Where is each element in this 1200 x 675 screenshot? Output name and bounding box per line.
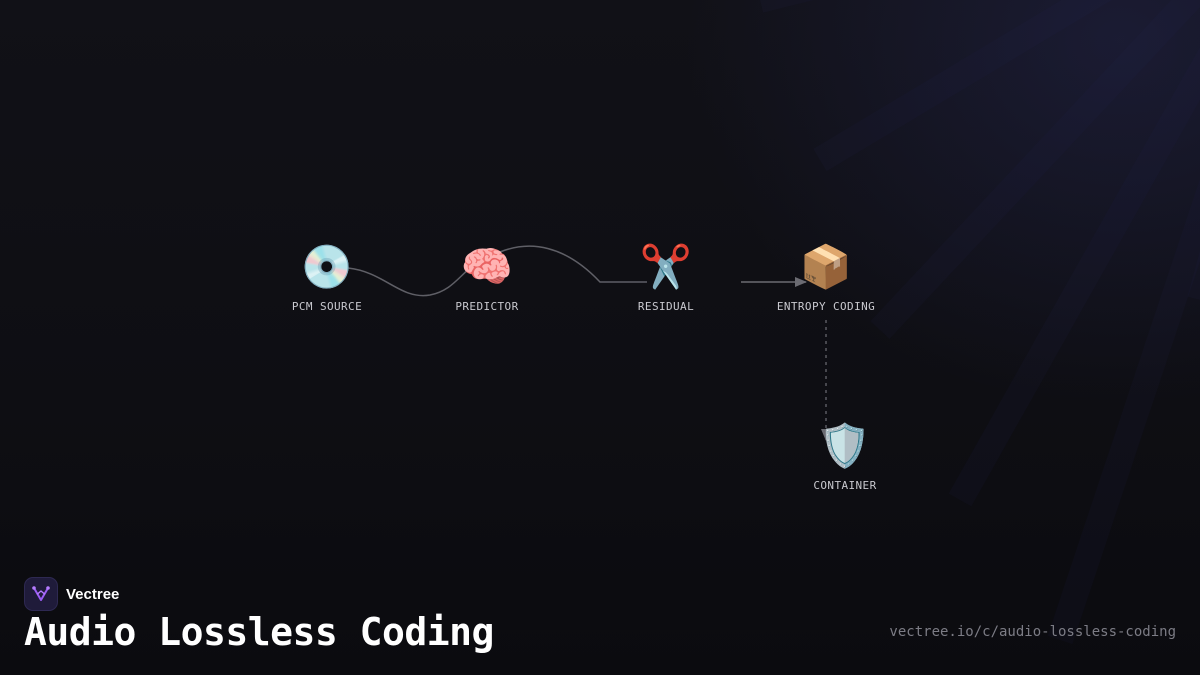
- node-label: PREDICTOR: [455, 300, 519, 313]
- node-label: PCM SOURCE: [291, 300, 363, 313]
- shield-icon: 🛡️: [818, 421, 872, 470]
- node-label: ENTROPY CODING: [776, 300, 876, 313]
- node-label: CONTAINER: [813, 479, 877, 492]
- brain-icon: 🧠: [460, 242, 514, 291]
- page-title: Audio Lossless Coding: [24, 610, 494, 654]
- node-label: RESIDUAL: [637, 300, 695, 313]
- optical-disc-icon: 💿: [300, 242, 354, 291]
- node-pcm-source[interactable]: 💿 PCM SOURCE: [257, 242, 397, 313]
- node-residual[interactable]: ✂️ RESIDUAL: [596, 242, 736, 313]
- node-entropy-coding[interactable]: 📦 ENTROPY CODING: [756, 242, 896, 313]
- edge-predictor-to-residual: [499, 245, 647, 283]
- package-icon: 📦: [799, 242, 853, 291]
- vectree-logo-icon: [24, 577, 58, 611]
- brand-name: Vectree: [66, 585, 120, 603]
- scissors-icon: ✂️: [639, 242, 693, 291]
- node-predictor[interactable]: 🧠 PREDICTOR: [417, 242, 557, 313]
- node-container[interactable]: 🛡️ CONTAINER: [775, 421, 915, 492]
- brand[interactable]: Vectree: [24, 577, 119, 611]
- edge-pcm-to-predictor: [347, 267, 471, 297]
- page-url[interactable]: vectree.io/c/audio-lossless-coding: [889, 624, 1176, 640]
